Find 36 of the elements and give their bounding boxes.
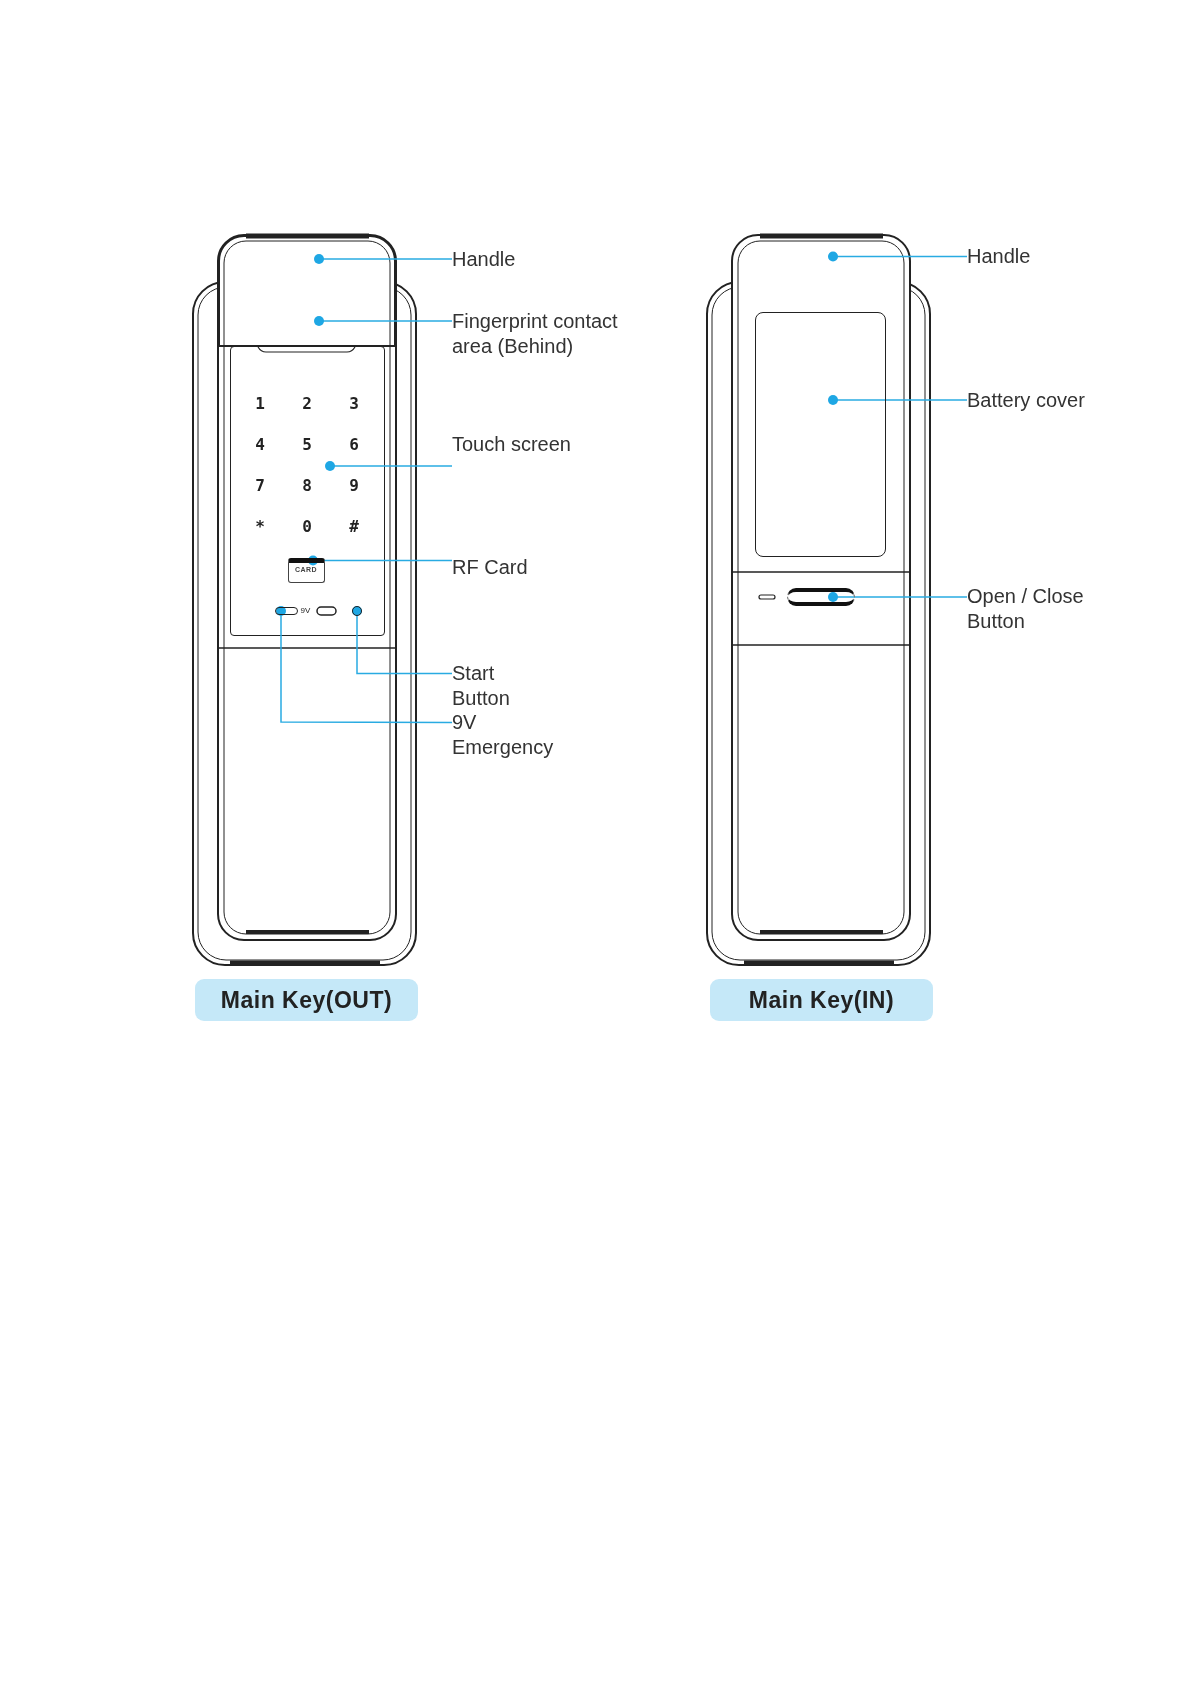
- keypad-key-label: 6: [349, 437, 359, 453]
- keypad-key-label: 4: [255, 437, 265, 453]
- leader-line: [828, 395, 968, 405]
- keypad-key-label: 8: [302, 478, 312, 494]
- keypad-key-label: 9: [349, 478, 359, 494]
- callout-label: Start Button: [452, 661, 532, 711]
- leader-line: [828, 251, 968, 262]
- leader-line: [828, 592, 968, 602]
- callout-label: RF Card: [452, 554, 592, 580]
- callout-label: Touch screen: [452, 431, 632, 457]
- keypad-key-label: 2: [302, 396, 312, 412]
- view-title: Main Key(OUT): [195, 979, 418, 1021]
- leader-line: [314, 254, 453, 264]
- callout-label: Handle: [967, 243, 1107, 269]
- keypad-key-label: 7: [255, 478, 265, 494]
- battery-cover: [755, 312, 886, 557]
- keypad-key-label: 5: [302, 437, 312, 453]
- leader-line: [314, 316, 453, 326]
- callout-label: Handle: [452, 246, 592, 272]
- open-close-button: [787, 588, 855, 606]
- callout-label: Battery cover: [967, 387, 1117, 413]
- view-title: Main Key(IN): [710, 979, 933, 1021]
- keypad-key-label: 3: [349, 396, 359, 412]
- leader-line: [276, 606, 453, 724]
- leader-line: [325, 461, 453, 471]
- keypad-key-label: 0: [302, 519, 312, 535]
- terminal-label: 9V: [300, 606, 311, 615]
- callout-label: Open / Close Button: [967, 584, 1102, 634]
- leader-line: [308, 555, 453, 566]
- leader-line: [352, 606, 453, 675]
- handle-cap: [218, 235, 396, 347]
- keypad-key-label: *: [255, 519, 265, 535]
- keypad-key-label: #: [349, 519, 359, 535]
- callout-label: Fingerprint contact area (Behind): [452, 308, 647, 359]
- keypad-key-label: 1: [255, 396, 265, 412]
- callout-label: 9V Emergency: [452, 710, 564, 760]
